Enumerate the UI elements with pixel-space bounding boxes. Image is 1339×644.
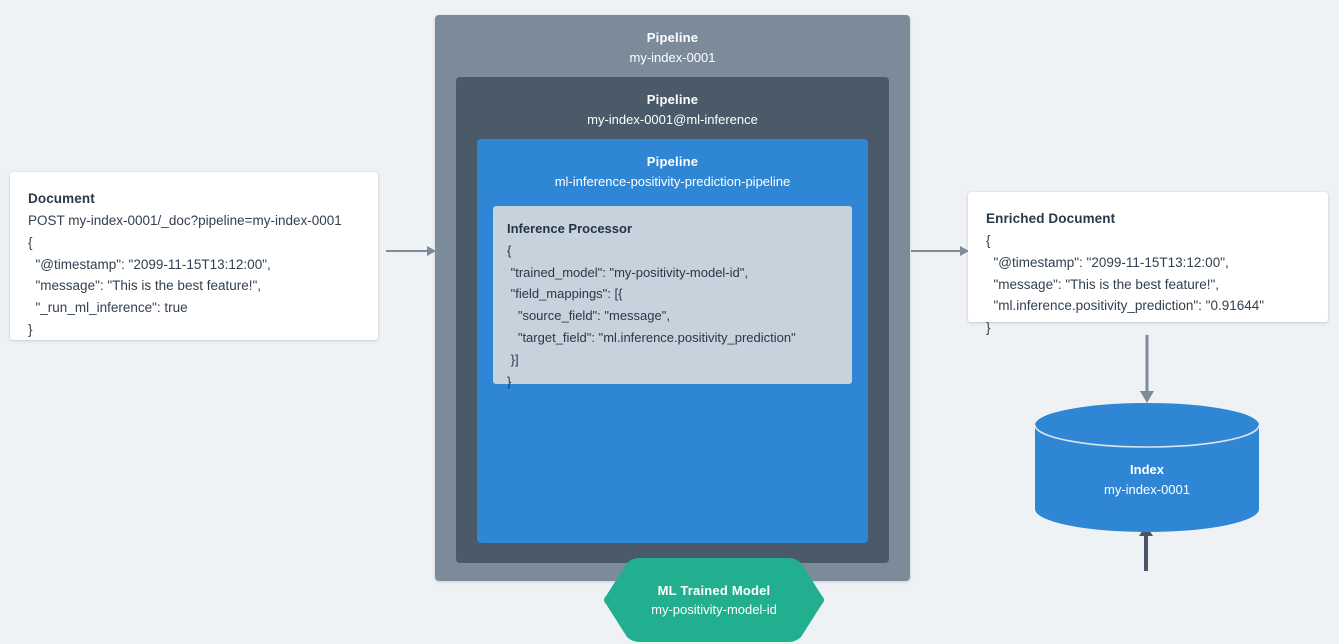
index-kind: Index xyxy=(1130,462,1164,477)
pipeline-inner-kind: Pipeline xyxy=(646,154,699,169)
enriched-document-line-3: "ml.inference.positivity_prediction": "0… xyxy=(986,298,1265,314)
document-line-3: "message": "This is the best feature!", xyxy=(28,278,262,294)
index-node: Index my-index-0001 xyxy=(1034,402,1260,532)
database-cylinder-icon xyxy=(1034,403,1260,532)
pipeline-mid: Pipeline my-index-0001@ml-inference Pipe… xyxy=(456,77,1153,642)
enriched-document-line-2: "message": "This is the best feature!", xyxy=(986,276,1220,292)
document-card: Document POST my-index-0001/_doc?pipelin… xyxy=(10,172,378,340)
pipeline-inner-label: Pipeline ml-inference-positivity-predict… xyxy=(477,139,868,192)
ml-trained-model-label: ML Trained Model my-positivity-model-id xyxy=(600,556,828,644)
inference-processor-line-2: "field_mappings": [{ xyxy=(507,286,623,302)
enriched-document-card: Enriched Document { "@timestamp": "2099-… xyxy=(968,192,1328,335)
inference-processor-line-3: "source_field": "message", xyxy=(507,308,670,324)
ml-trained-model-name: my-positivity-model-id xyxy=(651,602,777,617)
pipeline-inner: Pipeline ml-inference-positivity-predict… xyxy=(477,139,1153,642)
document-line-4: "_run_ml_inference": true xyxy=(28,300,188,316)
pipeline-outer-kind: Pipeline xyxy=(646,30,699,45)
inference-processor-line-0: { xyxy=(507,242,512,258)
pipeline-inner-name: ml-inference-positivity-prediction-pipel… xyxy=(554,174,791,190)
ml-trained-model-kind: ML Trained Model xyxy=(657,582,771,598)
inference-processor-line-1: "trained_model": "my-positivity-model-id… xyxy=(507,264,748,280)
enriched-document-line-0: { xyxy=(986,232,991,248)
pipeline-mid-name: my-index-0001@ml-inference xyxy=(587,112,758,128)
document-line-2: "@timestamp": "2099-11-15T13:12:00", xyxy=(28,256,271,272)
inference-processor-title: Inference Processor xyxy=(507,221,633,236)
inference-processor-box: Inference Processor { "trained_model": "… xyxy=(493,206,852,389)
index-label: Index my-index-0001 xyxy=(1034,460,1260,500)
index-name: my-index-0001 xyxy=(1104,482,1190,498)
enriched-document-line-4: } xyxy=(986,320,991,336)
pipeline-outer-label: Pipeline my-index-0001 xyxy=(435,15,910,68)
pipeline-outer-name: my-index-0001 xyxy=(629,50,716,66)
arrow-pipeline-to-enriched-document-icon xyxy=(911,246,969,256)
diagram-canvas: Document POST my-index-0001/_doc?pipelin… xyxy=(10,15,1328,642)
pipeline-mid-label: Pipeline my-index-0001@ml-inference xyxy=(456,77,889,130)
document-line-5: } xyxy=(28,322,33,338)
pipeline-mid-kind: Pipeline xyxy=(646,92,699,107)
inference-processor-line-5: }] xyxy=(507,351,519,367)
document-title: Document xyxy=(28,191,95,206)
pipeline-outer: Pipeline my-index-0001 Pipeline my-index… xyxy=(435,15,1153,642)
document-line-0: POST my-index-0001/_doc?pipeline=my-inde… xyxy=(28,212,342,228)
arrow-document-to-pipeline-icon xyxy=(386,246,436,256)
document-line-1: { xyxy=(28,234,33,250)
inference-processor-line-4: "target_field": "ml.inference.positivity… xyxy=(507,330,796,346)
ml-trained-model-node: ML Trained Model my-positivity-model-id xyxy=(600,556,828,644)
enriched-document-title: Enriched Document xyxy=(986,211,1116,226)
enriched-document-line-1: "@timestamp": "2099-11-15T13:12:00", xyxy=(986,254,1229,270)
inference-processor-line-6: } xyxy=(507,373,512,389)
arrow-enriched-document-to-index-icon xyxy=(1140,335,1154,403)
